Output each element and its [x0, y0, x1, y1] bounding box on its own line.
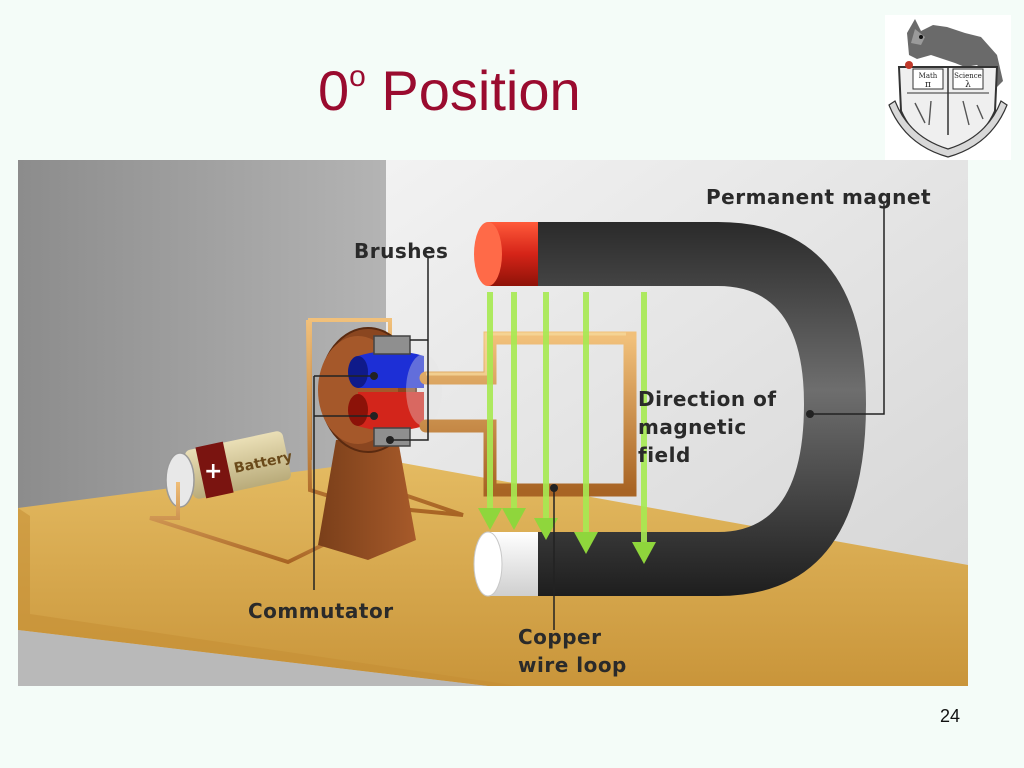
- label-permanent-magnet: Permanent magnet: [706, 185, 931, 209]
- magnet-north-pole: [488, 222, 538, 286]
- label-commutator: Commutator: [248, 599, 394, 623]
- logo-math-label: Math: [919, 72, 938, 80]
- title-position-text: Position: [365, 59, 581, 122]
- title-degree-superscript: o: [349, 60, 366, 93]
- magnetic-field-arrows: [478, 292, 656, 564]
- commutator-stand: [318, 440, 416, 560]
- label-direction-line1: Direction of: [638, 387, 777, 411]
- title-zero: 0: [318, 59, 350, 122]
- label-copper-line1: Copper: [518, 625, 601, 649]
- logo-science-label: Science: [954, 72, 982, 80]
- permanent-magnet: [473, 222, 866, 597]
- battery-plus-sign: +: [204, 459, 222, 484]
- battery: + Battery: [165, 431, 294, 508]
- label-direction-line3: field: [638, 443, 691, 467]
- logo-lambda-symbol: λ: [965, 80, 971, 90]
- page-number: 24: [940, 706, 961, 726]
- logo-pi-symbol: π: [925, 80, 931, 90]
- label-copper-line2: wire loop: [518, 653, 627, 677]
- label-leader-lines: [313, 204, 885, 630]
- label-brushes: Brushes: [354, 239, 448, 263]
- slide-title: 0o Position: [318, 62, 581, 119]
- label-direction-line2: magnetic: [638, 415, 747, 439]
- dc-motor-diagram: + Battery: [18, 160, 968, 686]
- back-wall-left: [18, 160, 386, 520]
- school-crest-logo: Math Science π λ: [885, 15, 1011, 160]
